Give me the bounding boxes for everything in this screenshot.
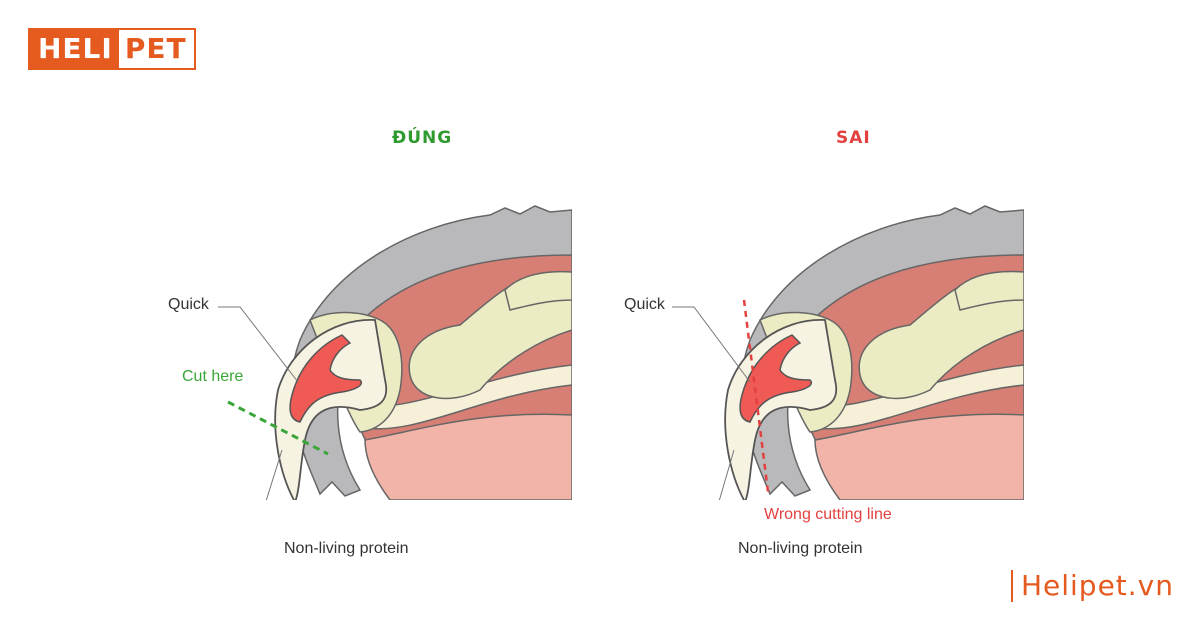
quick: [739, 334, 812, 423]
protein-label-left: Non-living protein: [284, 540, 409, 557]
correct-claw-diagram: [218, 205, 572, 500]
skin-band: [803, 364, 1024, 430]
wrong-cutting-line-label: Wrong cutting line: [764, 506, 892, 523]
paw-pad: [814, 413, 1024, 500]
site-url: Helipet.vn: [1010, 570, 1174, 602]
cut-here-label: Cut here: [182, 368, 244, 385]
brand-logo: HELI PET: [28, 28, 196, 70]
paw-pad: [364, 413, 572, 500]
quick-label-left: Quick: [168, 296, 209, 313]
claw: [724, 319, 838, 500]
correct-title: ĐÚNG: [392, 128, 453, 148]
cut-line: [227, 400, 329, 456]
logo-right-text: PET: [124, 32, 187, 65]
wrong-title: SAI: [836, 128, 871, 148]
quick-pointer: [672, 306, 751, 383]
quick-pointer: [218, 306, 299, 383]
protein-pointer: [265, 449, 283, 500]
claw: [274, 319, 388, 500]
protein-label-right: Non-living protein: [738, 540, 863, 557]
logo-left-text: HELI: [30, 30, 119, 68]
quick-label-right: Quick: [624, 296, 665, 313]
quick: [289, 334, 362, 423]
wrong-claw-diagram: [672, 205, 1024, 500]
bone-top: [504, 270, 572, 311]
bone-top: [954, 270, 1024, 311]
protein-pointer: [718, 449, 735, 500]
